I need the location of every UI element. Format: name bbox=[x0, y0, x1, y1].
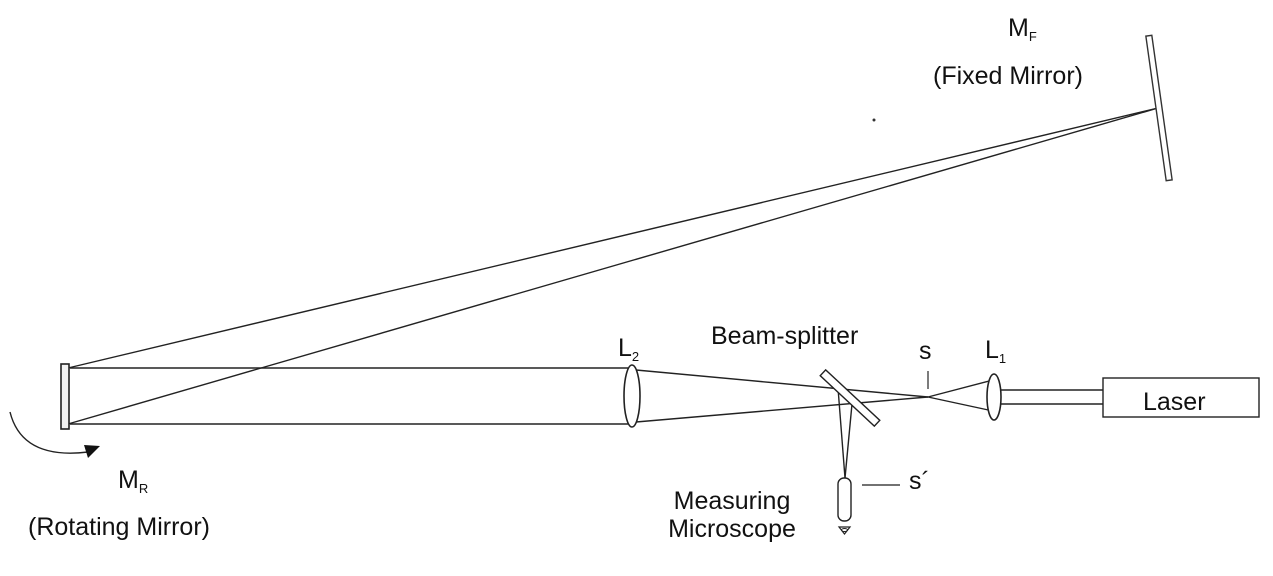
rotation-arrow-icon bbox=[9, 411, 100, 458]
microscope-label: Measuring Microscope bbox=[652, 487, 812, 543]
lens-l1 bbox=[986, 373, 1002, 421]
beam-splitter-down-right bbox=[844, 403, 853, 479]
beam-l2-focus-bottom bbox=[635, 396, 929, 423]
rotating-mirror-symbol: MR bbox=[118, 466, 149, 496]
beam-l2-focus-top bbox=[635, 369, 929, 398]
beam-mr-bottom-to-mf bbox=[67, 107, 1159, 425]
lens-l1-label: L1 bbox=[985, 336, 1007, 366]
microscope-icon bbox=[837, 477, 852, 535]
image-point-label: s´ bbox=[909, 467, 930, 495]
beam-splitter-label: Beam-splitter bbox=[711, 322, 859, 350]
laser-box bbox=[1102, 377, 1260, 418]
rotating-mirror bbox=[60, 363, 70, 430]
fixed-mirror-symbol: MF bbox=[1008, 14, 1037, 44]
beam-splitter-down-left bbox=[837, 387, 846, 479]
rotating-mirror-caption: (Rotating Mirror) bbox=[28, 513, 210, 541]
beam-mr-top-to-mf bbox=[67, 107, 1159, 369]
beam-focus-l1-bottom bbox=[927, 396, 994, 412]
microscope-label-line1: Measuring bbox=[673, 487, 791, 515]
beam-focus-l1-top bbox=[927, 379, 994, 398]
lens-l2-label: L2 bbox=[618, 334, 640, 364]
source-point-label: s bbox=[919, 337, 932, 365]
lens-l2 bbox=[623, 364, 641, 428]
laser-label: Laser bbox=[1143, 388, 1206, 416]
fixed-mirror bbox=[1145, 34, 1173, 182]
stray-dot bbox=[872, 118, 876, 122]
microscope-label-line2: Microscope bbox=[668, 515, 796, 543]
beam-splitter bbox=[819, 368, 881, 428]
fixed-mirror-caption: (Fixed Mirror) bbox=[933, 62, 1083, 90]
